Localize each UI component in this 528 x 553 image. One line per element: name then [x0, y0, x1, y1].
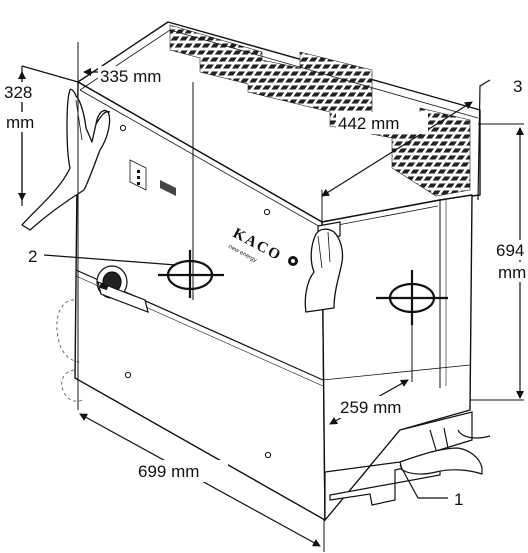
callout-leaders	[43, 79, 491, 499]
hand-icon	[21, 88, 111, 231]
dim-height-front-unit: mm	[6, 113, 34, 132]
grip-point-icon	[158, 250, 224, 298]
hand-icon	[304, 228, 344, 313]
dim-depth-top: 442 mm	[338, 114, 399, 133]
dim-height-side-value: 694	[496, 241, 524, 260]
front-label-panel	[129, 159, 176, 196]
callout-1: 1	[454, 490, 463, 509]
dim-width-top-front: 335 mm	[100, 67, 161, 86]
side-split-line	[322, 364, 471, 381]
ghost-outline	[56, 299, 83, 402]
dim-height-side-unit: mm	[498, 263, 526, 282]
hand-icon	[399, 427, 491, 475]
callout-3: 3	[513, 77, 522, 96]
callout-2: 2	[28, 247, 37, 266]
dim-width-bottom: 699 mm	[138, 462, 199, 481]
dim-depth-bottom: 259 mm	[340, 398, 401, 417]
dc-switch	[96, 265, 149, 313]
grip-point-icon	[376, 270, 448, 325]
dim-height-front-value: 328	[4, 83, 32, 102]
